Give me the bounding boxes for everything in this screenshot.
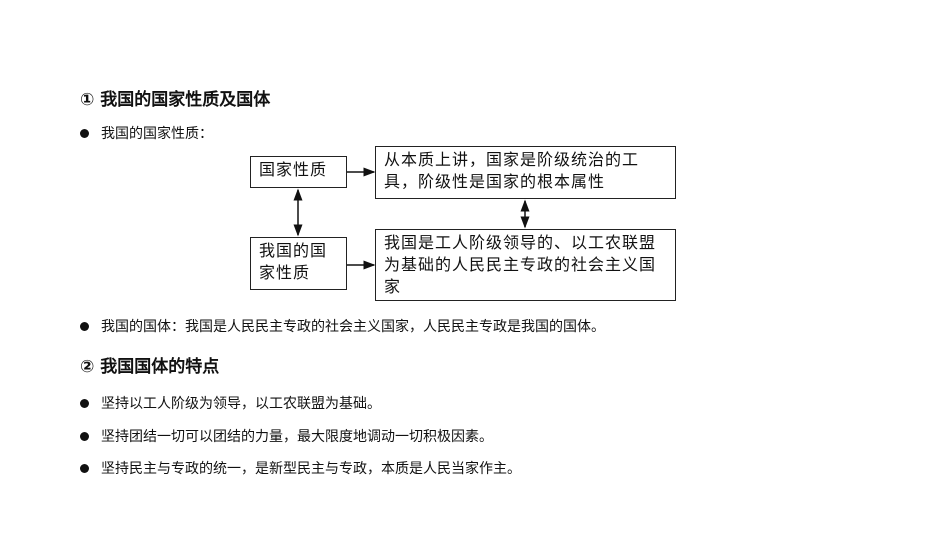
bullet-text: 坚持民主与专政的统一，是新型民主与专政，本质是人民当家作主。	[101, 461, 521, 477]
bullet-text: 坚持团结一切可以团结的力量，最大限度地调动一切积极因素。	[101, 429, 493, 445]
bullet-nature: 我国的国家性质：	[80, 123, 213, 143]
bullet-icon	[80, 321, 89, 331]
bullet-text: 我国的国家性质：	[101, 126, 213, 142]
box-state-nature: 国家性质	[250, 156, 347, 188]
feature-item: 坚持团结一切可以团结的力量，最大限度地调动一切积极因素。	[80, 426, 493, 446]
bullet-icon	[80, 463, 89, 473]
box-our-state-nature: 我国的国家性质	[250, 237, 347, 290]
bullet-icon	[80, 398, 89, 408]
section-2-heading: ② 我国国体的特点	[80, 357, 220, 377]
bullet-icon	[80, 128, 89, 138]
feature-item: 坚持以工人阶级为领导，以工农联盟为基础。	[80, 393, 381, 413]
bullet-text: 坚持以工人阶级为领导，以工农联盟为基础。	[101, 396, 381, 412]
section-1-heading: ① 我国的国家性质及国体	[80, 90, 271, 110]
bullet-text: 我国的国体：我国是人民民主专政的社会主义国家，人民民主专政是我国的国体。	[101, 319, 605, 335]
box-our-state-description: 我国是工人阶级领导的、以工农联盟为基础的人民民主专政的社会主义国家	[375, 229, 676, 301]
bullet-polity: 我国的国体：我国是人民民主专政的社会主义国家，人民民主专政是我国的国体。	[80, 316, 605, 336]
box-state-essence: 从本质上讲，国家是阶级统治的工具，阶级性是国家的根本属性	[375, 146, 676, 199]
bullet-icon	[80, 431, 89, 441]
feature-item: 坚持民主与专政的统一，是新型民主与专政，本质是人民当家作主。	[80, 458, 521, 478]
